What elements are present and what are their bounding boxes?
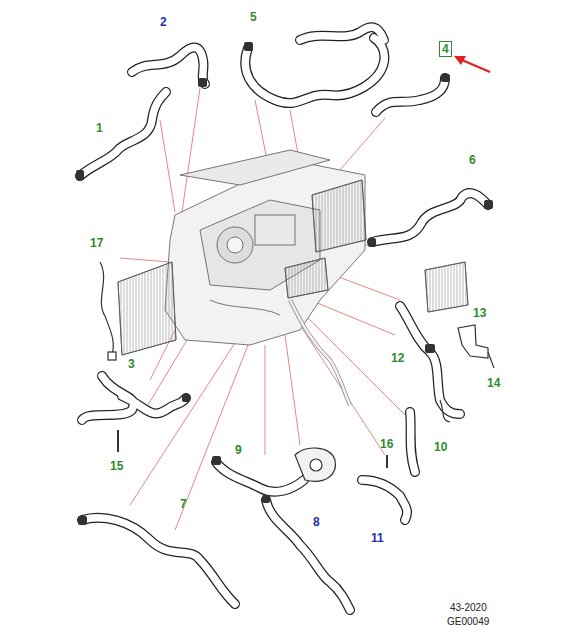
callout-number: 14 [487, 377, 500, 389]
figure-code: GE00049 [447, 617, 489, 627]
highlighted-callout: 4 [439, 41, 452, 57]
callout-number: 2 [160, 16, 167, 28]
callout-number: 10 [434, 441, 447, 453]
callout-number: 12 [391, 352, 404, 364]
callout-number: 1 [96, 122, 103, 134]
hose-fills [80, 27, 488, 610]
callout-number: 16 [380, 438, 393, 450]
callout-number: 6 [469, 154, 476, 166]
callout-number: 17 [90, 237, 103, 249]
callout-number: 8 [313, 516, 320, 528]
callout-number: 15 [110, 460, 123, 472]
hose-clamps [76, 42, 493, 525]
callout-number: 13 [473, 307, 486, 319]
callout-number: 9 [235, 444, 242, 456]
hose-outlines [80, 27, 488, 610]
engine-assembly [165, 150, 365, 405]
callout-number: 11 [371, 532, 384, 544]
pointer-arrow [454, 56, 490, 72]
callout-number: 7 [180, 498, 187, 510]
callout-number: 4 [442, 43, 449, 55]
figure-code: 43-2020 [450, 603, 487, 613]
small-parts [100, 262, 494, 481]
callout-number: 5 [250, 11, 257, 23]
callout-number: 3 [128, 358, 135, 370]
